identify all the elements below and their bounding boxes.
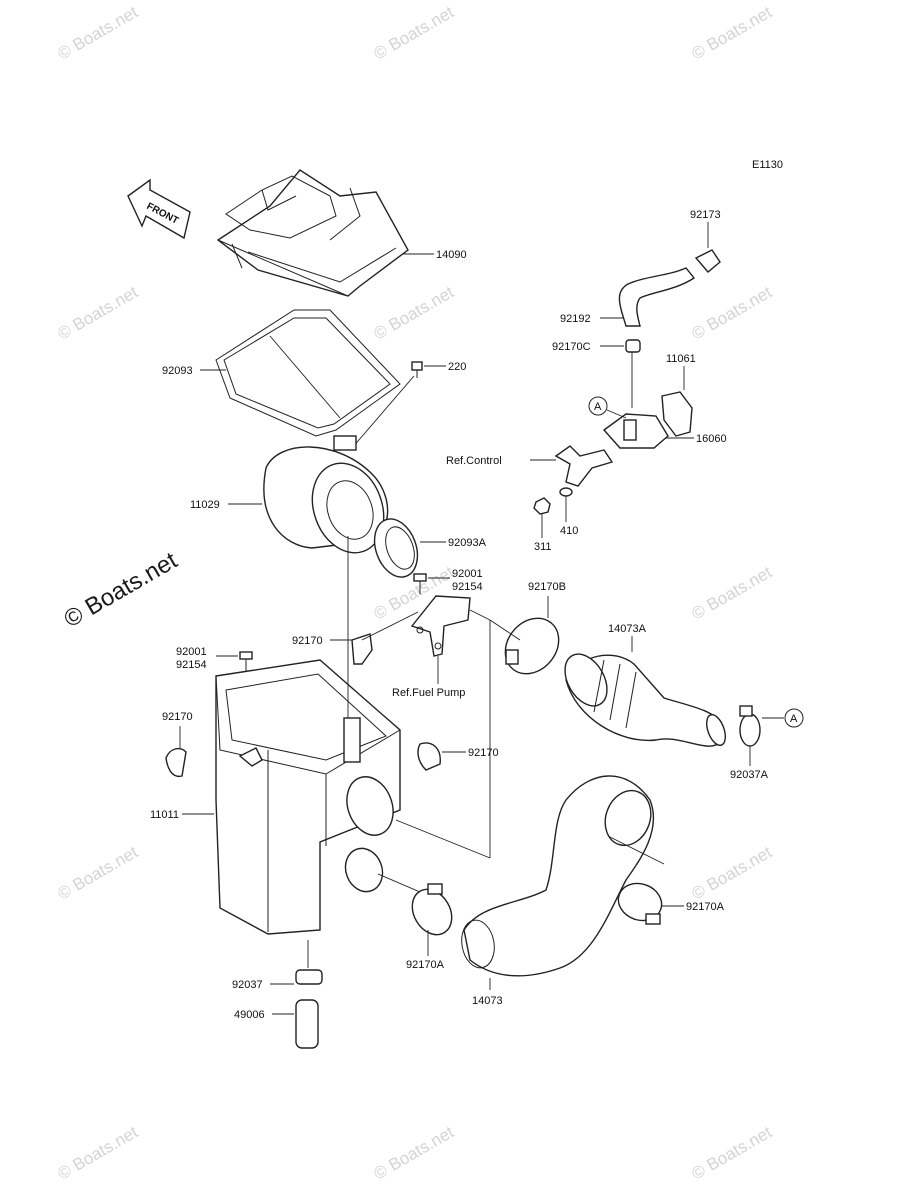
label-92170-top: 92170 <box>292 635 323 647</box>
label-14073A: 14073A <box>608 623 647 635</box>
label-92170A-lower: 92170A <box>406 959 445 971</box>
label-92154-left: 92154 <box>176 659 207 671</box>
drain-tube <box>295 999 319 1049</box>
label-49006: 49006 <box>234 1009 265 1021</box>
seal-ring <box>373 518 419 578</box>
separator-16060 <box>602 413 669 449</box>
label-92093: 92093 <box>162 365 193 377</box>
hose-clamp-92170B <box>504 617 560 675</box>
label-410: 410 <box>560 525 578 537</box>
watermark: © Boats.net <box>371 1122 458 1183</box>
label-92173: 92173 <box>690 209 721 221</box>
ref-a-circle-right <box>784 708 804 728</box>
label-92170-left: 92170 <box>162 711 193 723</box>
ref-a-right: A <box>790 713 798 725</box>
label-11011: 11011 <box>150 809 179 821</box>
label-92037: 92037 <box>232 979 263 991</box>
label-11061: 11061 <box>666 353 696 365</box>
air-filter-element <box>263 435 389 554</box>
watermark: © Boats.net <box>55 842 142 903</box>
watermark: © Boats.net <box>689 2 776 63</box>
label-92170B: 92170B <box>528 581 566 593</box>
watermark-dark: © Boats.net <box>60 547 183 633</box>
watermark: © Boats.net <box>55 282 142 343</box>
hose-clamp-92037A <box>739 705 761 747</box>
watermarks: © Boats.net © Boats.net © Boats.net © Bo… <box>55 2 776 1183</box>
label-92170C: 92170C <box>552 341 591 353</box>
ref-a-circle-top <box>588 396 608 416</box>
clip-92170-left <box>165 747 187 778</box>
ref-control: Ref.Control <box>446 455 502 467</box>
label-92093A: 92093A <box>448 537 487 549</box>
ref-a-top: A <box>594 401 602 413</box>
label-14073: 14073 <box>472 995 503 1007</box>
screw-220 <box>411 361 423 378</box>
front-arrow-icon: FRONT <box>127 178 191 240</box>
air-cleaner-cover <box>216 169 409 297</box>
label-16060: 16060 <box>696 433 727 445</box>
clip-92170-top <box>351 633 373 665</box>
nut-311 <box>533 497 551 515</box>
diagram-code: E1130 <box>752 159 783 171</box>
gasket <box>215 309 401 437</box>
control-bracket <box>554 445 614 487</box>
label-11029: 11029 <box>190 499 220 511</box>
intake-duct <box>461 775 655 977</box>
watermark: © Boats.net <box>689 562 776 623</box>
label-92170A: 92170A <box>686 901 725 913</box>
ref-fuel-pump: Ref.Fuel Pump <box>392 687 465 699</box>
drain-clamp <box>295 969 323 985</box>
bolt-right <box>413 573 427 594</box>
watermark: © Boats.net <box>371 282 458 343</box>
hose-clamp-lower <box>411 883 453 936</box>
label-92037A: 92037A <box>730 769 769 781</box>
label-14090: 14090 <box>436 249 467 261</box>
air-box-housing <box>215 659 401 935</box>
fuel-pump-bracket <box>410 595 471 657</box>
washer-410 <box>559 487 573 497</box>
label-92001-left: 92001 <box>176 646 207 658</box>
watermark: © Boats.net <box>55 1122 142 1183</box>
gasket-11061 <box>661 391 693 437</box>
watermark: © Boats.net <box>371 2 458 63</box>
watermark: © Boats.net <box>689 842 776 903</box>
breather-clamp-92173 <box>694 249 721 273</box>
watermark: © Boats.net <box>689 1122 776 1183</box>
label-92170-right: 92170 <box>468 747 499 759</box>
hose-clamp-right <box>617 882 663 925</box>
clamp-92170C <box>625 339 641 353</box>
label-92001-right: 92001 <box>452 568 483 580</box>
clip-92170-right <box>417 742 441 771</box>
watermark: © Boats.net <box>689 282 776 343</box>
breather-hose-92192 <box>618 267 696 327</box>
label-92192: 92192 <box>560 313 591 325</box>
label-311: 311 <box>534 541 552 553</box>
intake-boot <box>564 653 726 747</box>
label-220: 220 <box>448 361 466 373</box>
label-92154-right: 92154 <box>452 581 483 593</box>
watermark: © Boats.net <box>55 2 142 63</box>
